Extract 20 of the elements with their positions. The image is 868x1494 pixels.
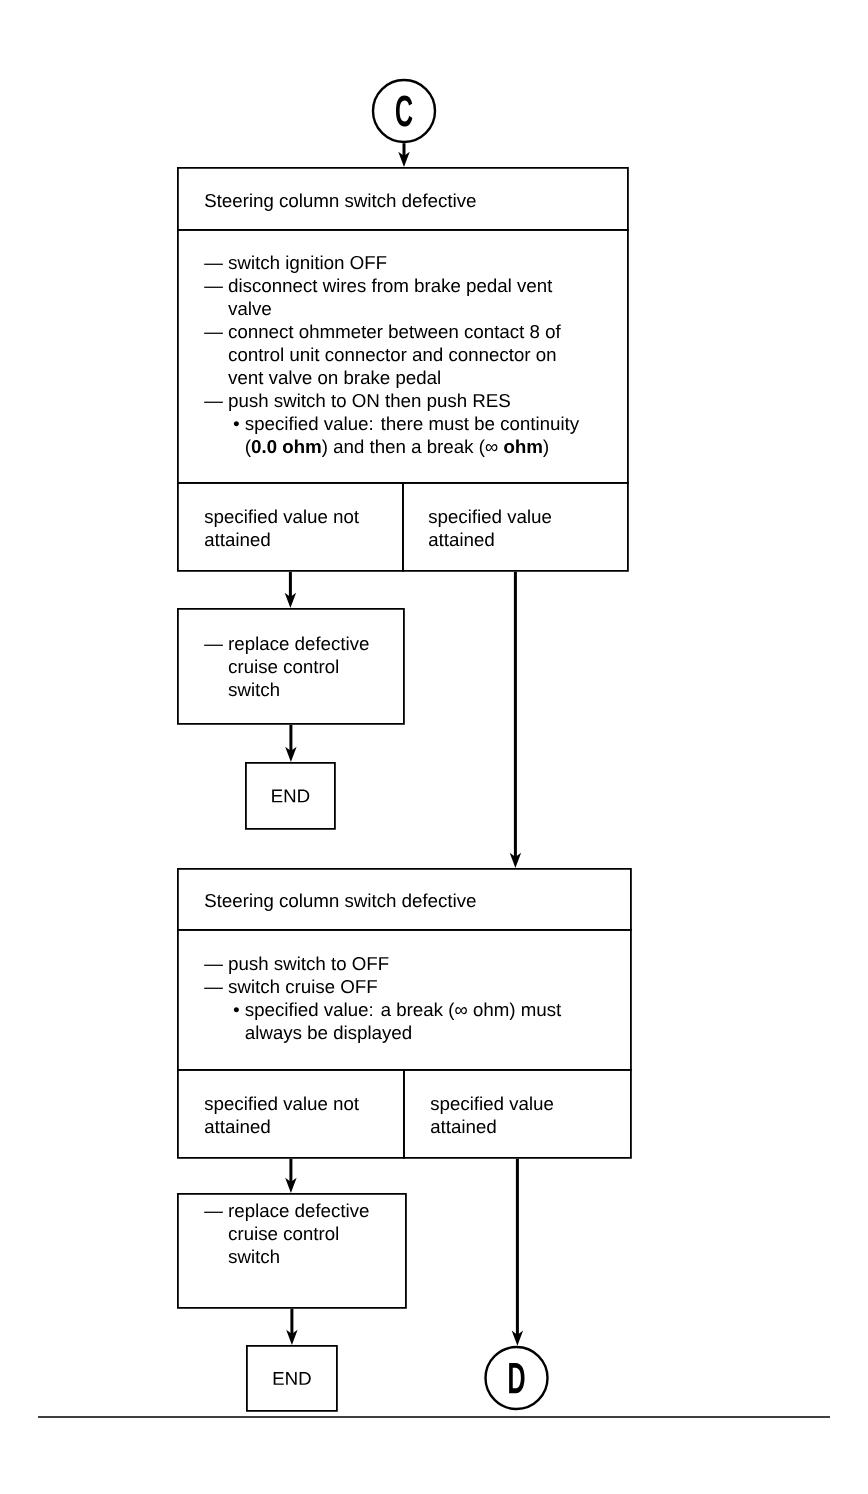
end-box: END	[246, 1345, 338, 1412]
step-text: — switch cruise OFF	[204, 979, 377, 994]
step-text: — switch ignition OFF	[204, 255, 387, 273]
instruction-box	[177, 929, 632, 1071]
heading-box: Steering column switch defective	[177, 868, 632, 931]
outcome-box: specified value not attained	[177, 482, 404, 572]
step-text: — connect ohmmeter between contact 8 of control unit connector and connector on vent valve on brake pedal	[204, 324, 561, 388]
step-text: — push switch to ON then push RES	[204, 393, 510, 411]
end-box: END	[245, 762, 336, 830]
step-text: — disconnect wires from brake pedal vent valve	[204, 278, 553, 316]
action-box: — replace defective cruise control switch	[177, 1193, 407, 1309]
outcome-box: specified value attained	[402, 482, 629, 572]
bullet-text: • specified value: there must be continuity (0.0 ohm) and then a break (∞ ohm)	[233, 416, 580, 457]
outcome-box: specified value attained	[403, 1069, 632, 1159]
heading-box: Steering column switch defective	[177, 167, 629, 231]
outcome-box: specified value not attained	[177, 1069, 405, 1159]
instruction-box	[177, 229, 629, 484]
action-box: — replace defective cruise control switch	[177, 608, 405, 725]
bullet-text: • specified value: a break (∞ ohm) must always be displayed	[233, 1002, 562, 1043]
step-text: — push switch to OFF	[204, 956, 389, 974]
